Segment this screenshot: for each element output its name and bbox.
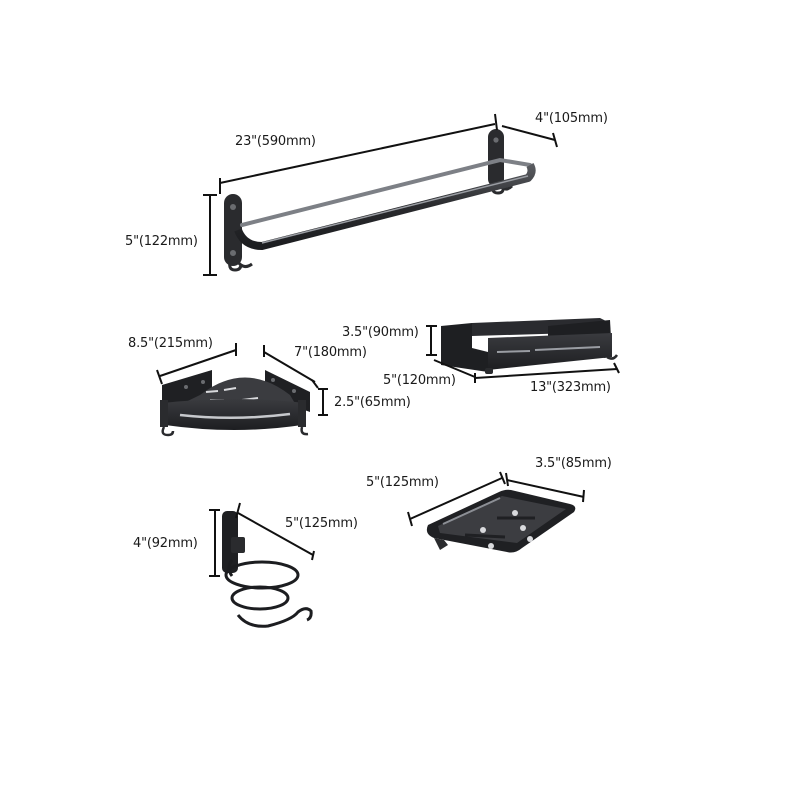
wall-shelf-illustration	[441, 318, 619, 374]
towel-bar-illustration	[224, 129, 536, 272]
hair-dryer-holder-illustration	[222, 511, 313, 628]
soap-dish-width-label: 3.5"(85mm)	[535, 456, 612, 471]
towel-bar-dimension-lines	[203, 113, 558, 276]
corner-shelf-side-a-label: 8.5"(215mm)	[128, 336, 213, 351]
corner-shelf-side-b-label: 7"(180mm)	[294, 345, 367, 360]
wall-shelf-depth-label: 5"(120mm)	[383, 373, 456, 388]
hair-dryer-holder-height-label: 4"(92mm)	[133, 536, 198, 551]
wall-shelf-length-label: 13"(323mm)	[530, 380, 611, 395]
corner-shelf-illustration	[160, 370, 310, 437]
hair-dryer-holder-depth-label: 5"(125mm)	[285, 516, 358, 531]
soap-dish-length-label: 5"(125mm)	[366, 475, 439, 490]
soap-dish-dimension-lines	[407, 471, 585, 527]
corner-shelf-height-label: 2.5"(65mm)	[334, 395, 411, 410]
towel-bar-depth-label: 4"(105mm)	[535, 111, 608, 126]
towel-bar-height-label: 5"(122mm)	[125, 234, 198, 249]
wall-shelf-height-label: 3.5"(90mm)	[342, 325, 419, 340]
corner-shelf-dimension-lines	[156, 343, 328, 416]
wall-shelf-dimension-lines	[426, 325, 620, 383]
towel-bar-length-label: 23"(590mm)	[235, 134, 316, 149]
soap-dish-illustration	[426, 489, 576, 553]
hair-dryer-dimension-lines	[209, 502, 315, 577]
